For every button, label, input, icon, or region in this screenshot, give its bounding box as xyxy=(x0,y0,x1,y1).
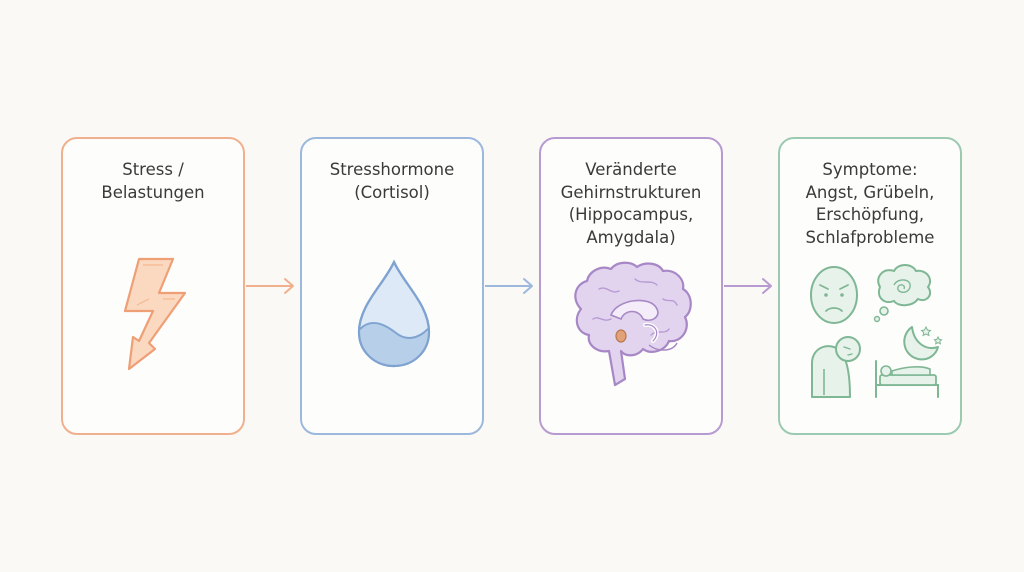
symptoms-icon-group xyxy=(810,264,943,398)
step-title-brain: Veränderte Gehirnstrukturen (Hippocampus… xyxy=(541,159,721,249)
flow-arrow-1 xyxy=(246,278,294,294)
moon-stars-icon xyxy=(903,325,943,361)
step-title-line: (Hippocampus, xyxy=(568,205,694,224)
brain-icon xyxy=(574,261,692,387)
step-title-line: Symptome: xyxy=(822,160,918,179)
step-title-stress: Stress / Belastungen xyxy=(63,159,243,204)
step-title-line: Belastungen xyxy=(101,182,205,202)
step-title-line: Schlafprobleme xyxy=(805,227,935,247)
step-title-line: Erschöpfung, xyxy=(815,205,925,224)
step-title-line: Angst, Grübeln, xyxy=(805,182,935,202)
thought-cloud-icon xyxy=(873,264,932,323)
flow-arrow-3 xyxy=(724,278,772,294)
step-box-symptoms: Symptome: Angst, Grübeln, Erschöpfung, S… xyxy=(778,137,962,435)
step-box-stress: Stress / Belastungen xyxy=(61,137,245,435)
step-box-brain: Veränderte Gehirnstrukturen (Hippocampus… xyxy=(539,137,723,435)
lightning-bolt-icon xyxy=(123,257,187,371)
water-drop-icon xyxy=(357,259,431,368)
step-title-line: Amygdala) xyxy=(586,227,676,247)
step-title-line: Stress / xyxy=(122,160,184,179)
step-title-hormones: Stresshormone (Cortisol) xyxy=(302,159,482,204)
step-title-line: Gehirnstrukturen xyxy=(560,182,702,202)
step-title-line: Veränderte xyxy=(585,160,677,179)
step-title-symptoms: Symptome: Angst, Grübeln, Erschöpfung, S… xyxy=(780,159,960,249)
step-title-line: Stresshormone xyxy=(329,160,455,179)
bed-icon xyxy=(875,360,939,398)
step-box-hormones: Stresshormone (Cortisol) xyxy=(300,137,484,435)
worried-face-icon xyxy=(810,266,858,324)
flow-arrow-2 xyxy=(485,278,533,294)
tired-person-icon xyxy=(811,336,861,398)
step-title-line: (Cortisol) xyxy=(354,182,430,202)
